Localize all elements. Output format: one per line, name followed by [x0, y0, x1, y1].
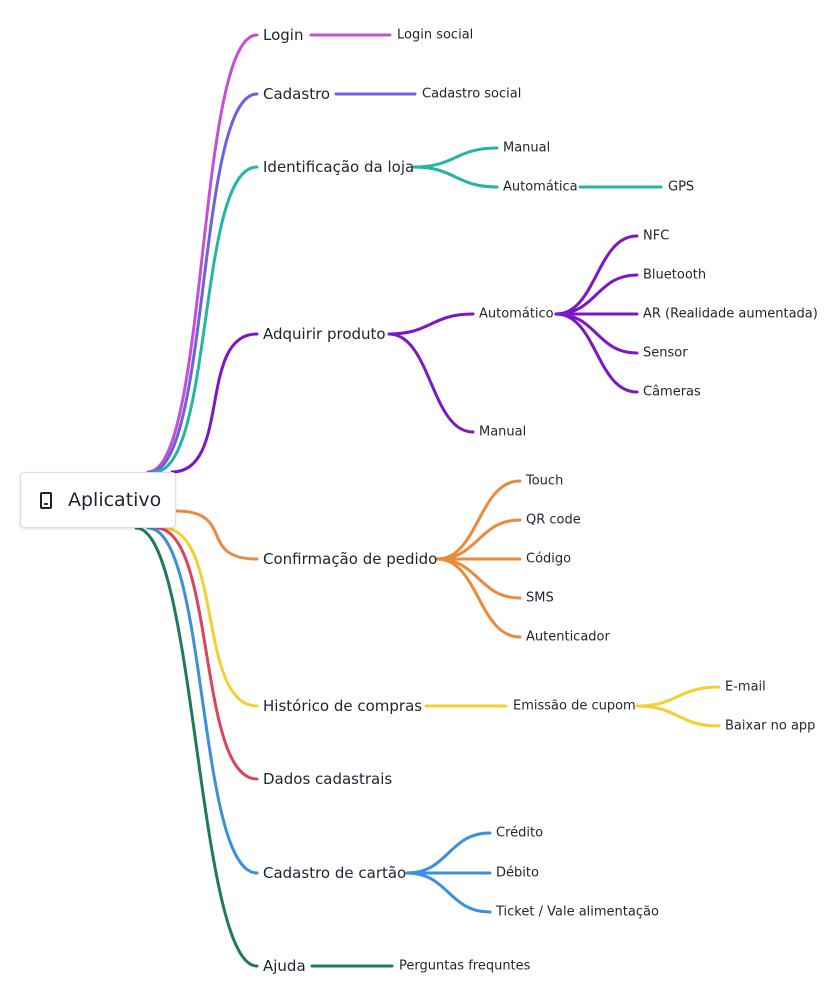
grandchild-label-2-1-0[interactable]: GPS — [668, 180, 694, 195]
child-edge-4-0 — [435, 479, 522, 561]
grandchild-edge-5-0-1 — [635, 704, 721, 728]
grandchild-label-3-0-0[interactable]: NFC — [643, 229, 669, 244]
child-label-2-0[interactable]: Manual — [503, 141, 550, 156]
grandchild-edge-5-0-0 — [635, 685, 721, 708]
branch-label-6[interactable]: Dados cadastrais — [263, 770, 392, 788]
child-edge-3-0 — [387, 312, 475, 336]
grandchild-label-3-0-4[interactable]: Câmeras — [643, 385, 701, 400]
child-label-1-0[interactable]: Cadastro social — [422, 87, 521, 102]
branch-label-4[interactable]: Confirmação de pedido — [263, 550, 437, 568]
mindmap-edges — [134, 33, 721, 968]
branch-edge-5 — [161, 526, 259, 708]
child-edge-7-2 — [405, 871, 492, 914]
grandchild-edge-3-0-1 — [554, 273, 639, 316]
grandchild-edge-3-0-4 — [554, 312, 639, 394]
child-edge-2-1 — [412, 165, 499, 189]
child-label-3-1[interactable]: Manual — [479, 425, 526, 440]
branch-label-0[interactable]: Login — [263, 26, 303, 44]
grandchild-label-5-0-0[interactable]: E-mail — [725, 680, 766, 695]
grandchild-label-3-0-3[interactable]: Sensor — [643, 346, 688, 361]
child-label-4-0[interactable]: Touch — [525, 474, 563, 489]
branch-edge-2 — [152, 165, 259, 474]
grandchild-edge-3-0-0 — [554, 234, 639, 316]
grandchild-edge-3-0-3 — [554, 312, 639, 355]
root-node[interactable]: Aplicativo — [20, 472, 176, 528]
branch-label-8[interactable]: Ajuda — [263, 957, 306, 975]
child-label-2-1[interactable]: Automática — [503, 180, 578, 195]
branch-label-5[interactable]: Histórico de compras — [263, 697, 422, 715]
child-edge-4-4 — [435, 557, 522, 639]
child-edge-4-3 — [435, 557, 522, 600]
tablet-icon — [40, 492, 52, 509]
child-label-3-0[interactable]: Automático — [479, 307, 554, 322]
child-label-7-0[interactable]: Crédito — [496, 826, 543, 841]
child-label-0-0[interactable]: Login social — [397, 28, 473, 43]
child-edge-2-0 — [412, 146, 499, 169]
child-label-5-0[interactable]: Emissão de cupom — [513, 699, 636, 714]
child-edge-4-1 — [435, 518, 522, 561]
child-label-7-1[interactable]: Débito — [496, 866, 539, 881]
branch-edge-7 — [146, 526, 259, 875]
grandchild-label-5-0-1[interactable]: Baixar no app — [725, 719, 815, 734]
branch-label-7[interactable]: Cadastro de cartão — [263, 864, 406, 882]
branch-edge-3 — [170, 332, 259, 474]
branch-edge-1 — [148, 92, 259, 474]
root-label: Aplicativo — [68, 489, 162, 511]
branch-edge-6 — [154, 526, 259, 781]
branch-label-3[interactable]: Adquirir produto — [263, 325, 386, 343]
grandchild-label-3-0-2[interactable]: AR (Realidade aumentada) — [643, 307, 818, 322]
branch-edge-8 — [134, 526, 259, 968]
branch-edge-0 — [146, 33, 259, 474]
child-edge-3-1 — [387, 332, 475, 434]
branch-edge-4 — [174, 509, 259, 561]
branch-label-1[interactable]: Cadastro — [263, 85, 330, 103]
child-edge-7-0 — [405, 831, 492, 875]
child-label-4-4[interactable]: Autenticador — [526, 630, 610, 645]
branch-label-2[interactable]: Identificação da loja — [263, 158, 414, 176]
grandchild-label-3-0-1[interactable]: Bluetooth — [643, 268, 706, 283]
child-label-7-2[interactable]: Ticket / Vale alimentação — [495, 905, 659, 920]
child-label-4-2[interactable]: Código — [526, 552, 571, 567]
child-label-4-3[interactable]: SMS — [526, 591, 554, 606]
child-label-4-1[interactable]: QR code — [526, 513, 581, 528]
child-label-8-0[interactable]: Perguntas frequntes — [399, 959, 531, 974]
